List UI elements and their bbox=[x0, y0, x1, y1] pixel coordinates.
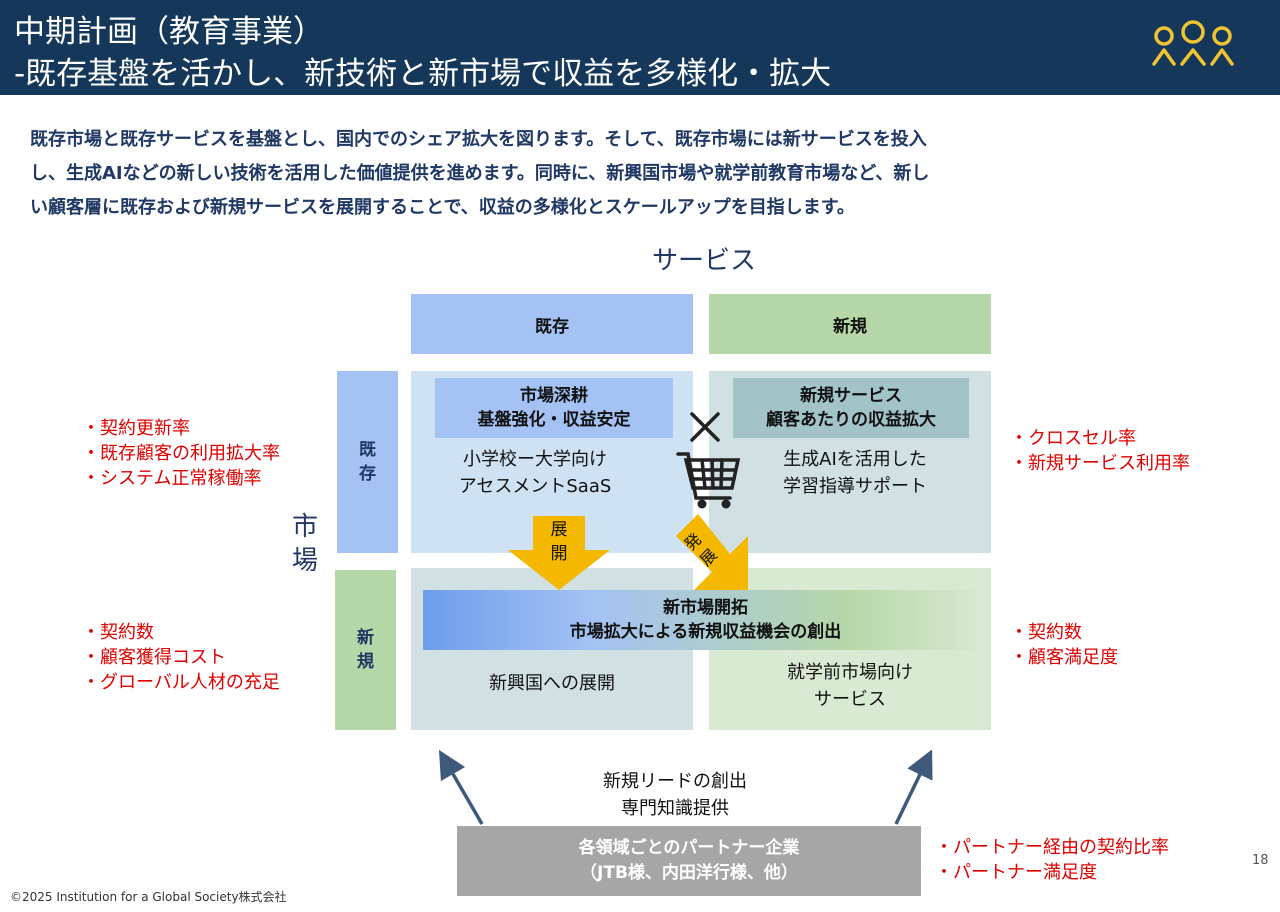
page-title: 中期計画（教育事業） bbox=[14, 14, 324, 50]
col-header-existing: 既存 bbox=[411, 294, 693, 354]
row-header-new: 新 規 bbox=[335, 570, 396, 730]
lead-paragraph: 既存市場と既存サービスを基盤とし、国内でのシェア拡大を図ります。そして、既存市場… bbox=[30, 123, 1255, 225]
tag-new-service: 新規サービス 顧客あたりの収益拡大 bbox=[733, 378, 969, 438]
page-number: 18 bbox=[1252, 853, 1269, 868]
lead-line: い顧客層に既存および新規サービスを展開することで、収益の多様化とスケールアップを… bbox=[30, 197, 855, 218]
partner-companies-box: 各領域ごとのパートナー企業 （JTB様、内田洋行様、他） bbox=[457, 826, 921, 896]
cell-text-preschool-service: 就学前市場向け サービス bbox=[787, 662, 913, 710]
lead-line: 既存市場と既存サービスを基盤とし、国内でのシェア拡大を図ります。そして、既存市場… bbox=[30, 129, 927, 150]
cell-text-assessment-saas: 小学校ー大学向け アセスメントSaaS bbox=[458, 449, 612, 497]
expand-down-arrow-icon bbox=[508, 516, 610, 590]
arrow-label-expand: 展 開 bbox=[550, 520, 568, 564]
header-bar: 中期計画（教育事業） -既存基盤を活かし、新技術と新市場で収益を多様化・拡大 bbox=[0, 0, 1280, 95]
kpi-list-new-market-new-service: ・契約数 ・顧客満足度 bbox=[1010, 622, 1118, 668]
row-header-existing: 既 存 bbox=[337, 371, 398, 553]
shopping-cart-icon bbox=[676, 412, 741, 509]
kpi-list-partner: ・パートナー経由の契約比率 ・パートナー満足度 bbox=[935, 837, 1169, 883]
partner-support-arrows-icon bbox=[438, 750, 933, 825]
kpi-list-existing-market-new-service: ・クロスセル率 ・新規サービス利用率 bbox=[1010, 428, 1190, 474]
lead-line: し、生成AIなどの新しい技術を活用した価値提供を進めます。同時に、新興国市場や就… bbox=[30, 163, 930, 184]
page-subtitle: -既存基盤を活かし、新技術と新市場で収益を多様化・拡大 bbox=[14, 56, 832, 92]
partner-contribution-text: 新規リードの創出 専門知識提供 bbox=[603, 771, 747, 819]
col-header-new: 新規 bbox=[709, 294, 991, 354]
market-axis-label: 市 場 bbox=[291, 512, 318, 576]
copyright-footer: ©2025 Institution for a Global Society株式… bbox=[10, 890, 287, 904]
cell-text-emerging-markets: 新興国への展開 bbox=[489, 673, 615, 694]
new-market-development-band: 新市場開拓 市場拡大による新規収益機会の創出 bbox=[423, 590, 988, 650]
kpi-list-new-market-existing-service: ・契約数 ・顧客獲得コスト ・グローバル人材の充足 bbox=[82, 622, 280, 693]
company-logo-icon bbox=[1152, 20, 1234, 66]
cell-text-ai-learning-support: 生成AIを活用した 学習指導サポート bbox=[783, 449, 927, 497]
service-axis-label: サービス bbox=[652, 246, 757, 276]
tag-market-penetration: 市場深耕 基盤強化・収益安定 bbox=[435, 378, 673, 438]
kpi-list-existing-market-existing-service: ・契約更新率 ・既存顧客の利用拡大率 ・システム正常稼働率 bbox=[82, 418, 280, 489]
develop-diagonal-arrow-icon bbox=[676, 514, 748, 590]
